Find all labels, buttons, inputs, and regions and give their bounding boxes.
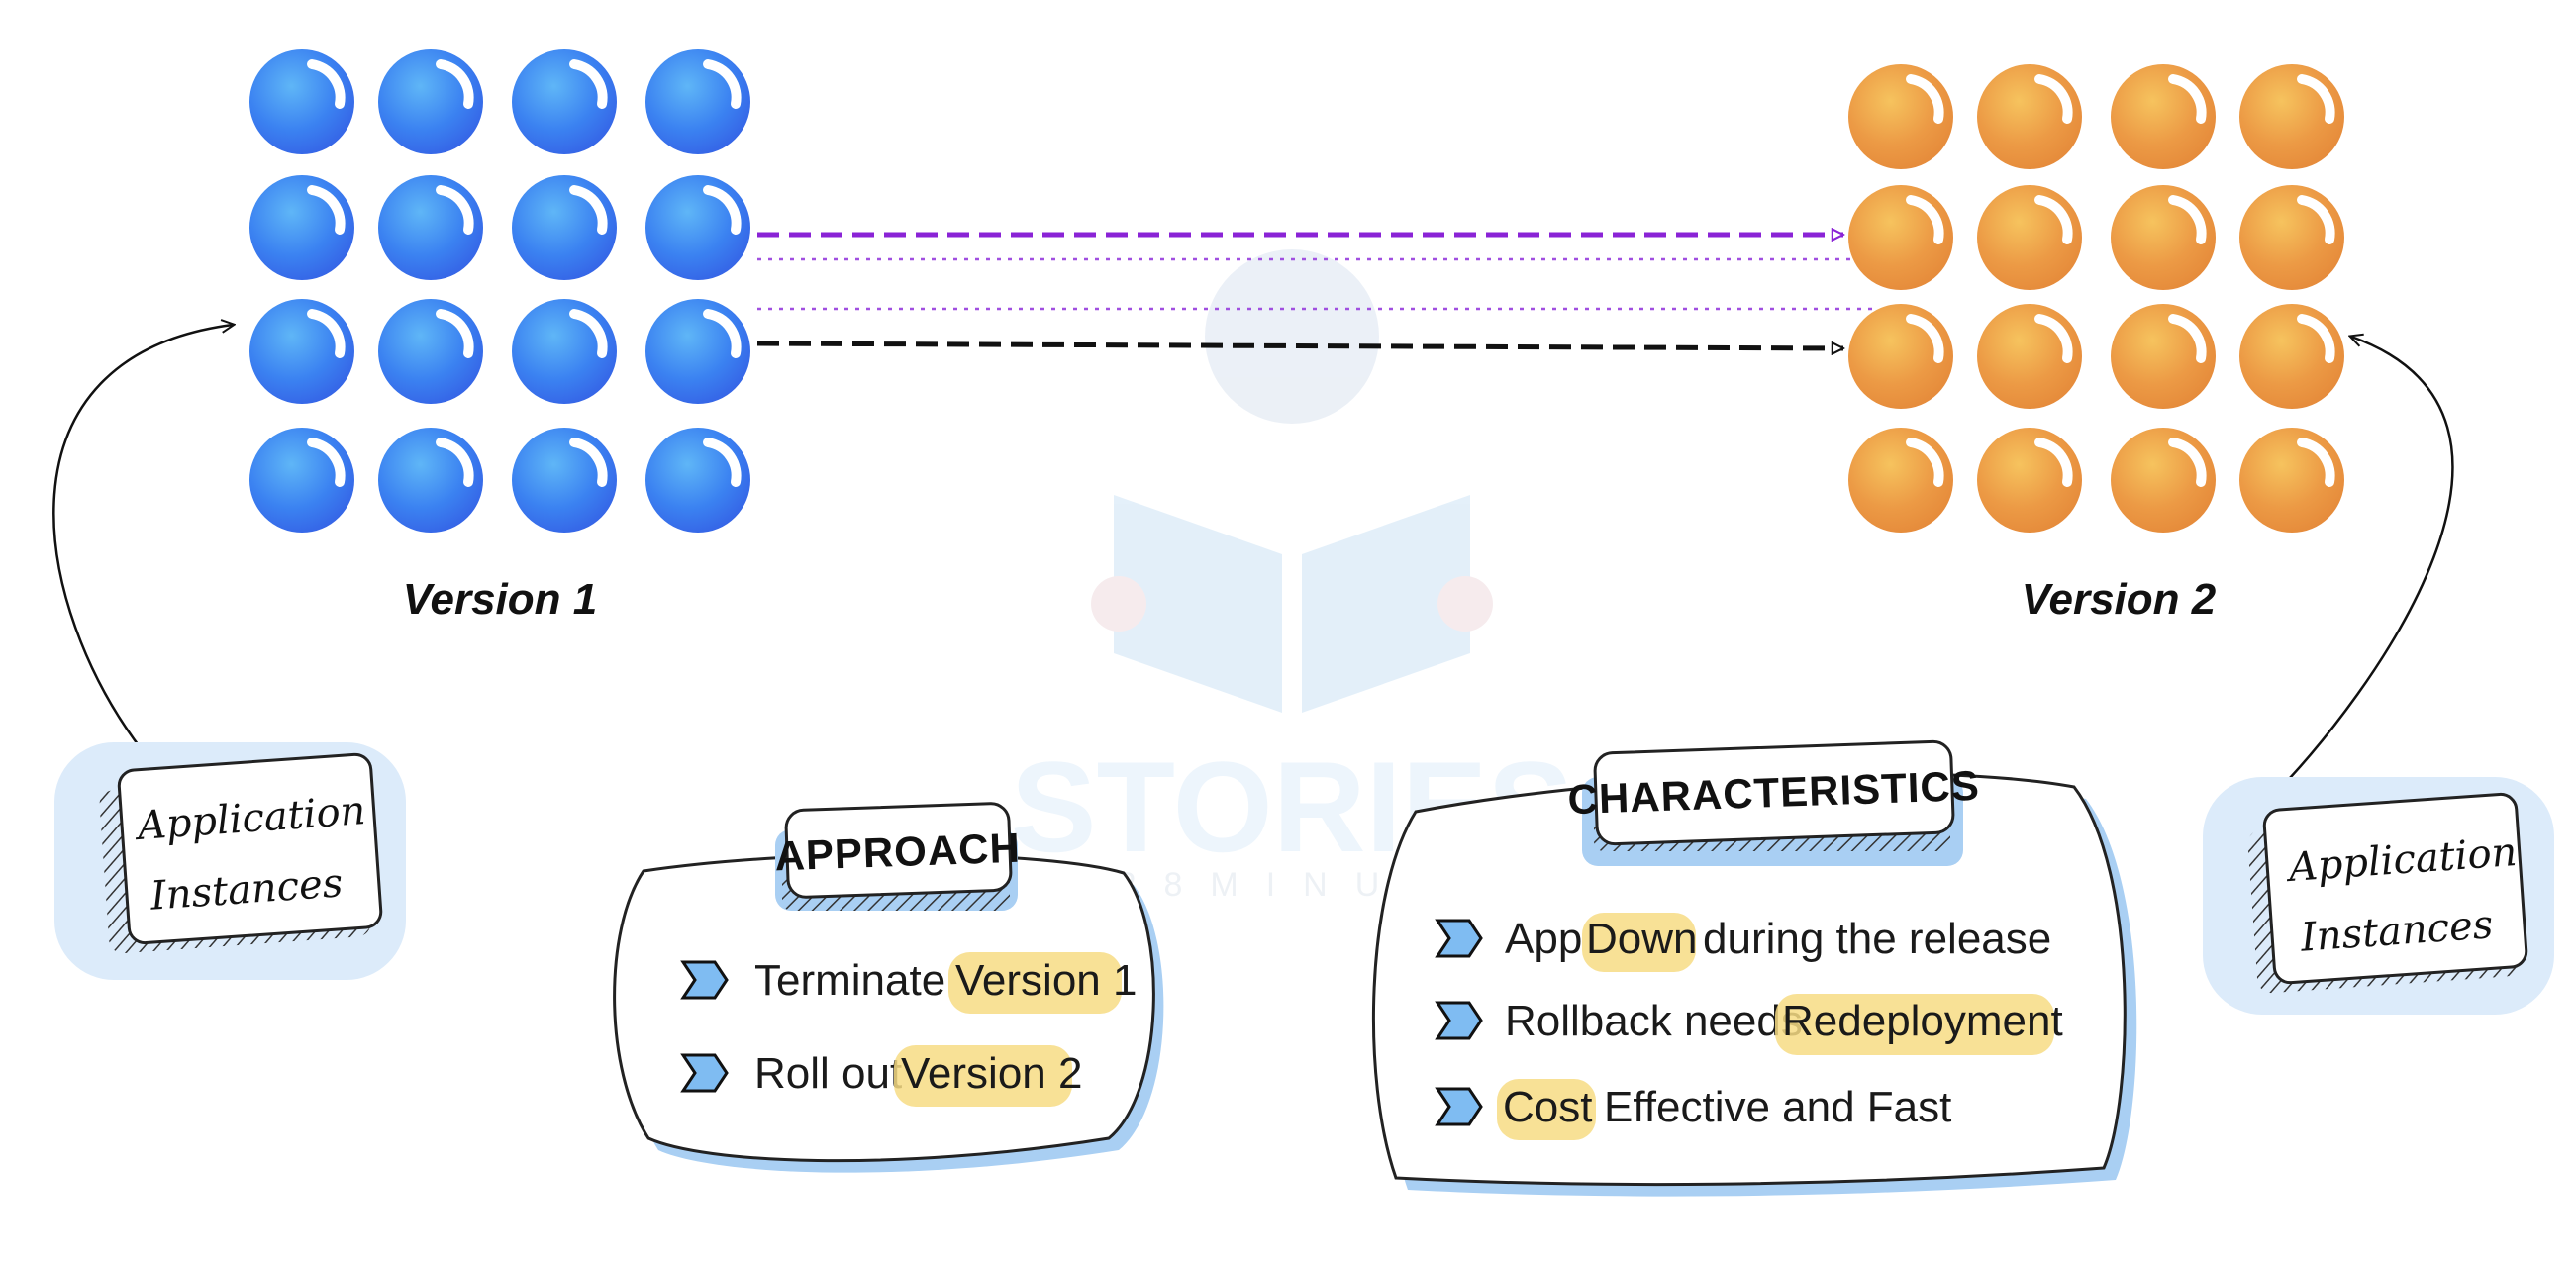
orange-instance-icon [1848,64,1953,169]
blue-instance-icon [249,175,354,280]
orange-instance-icon [1848,185,1953,290]
watermark-head-icon [1205,249,1379,424]
characteristics-panel: CHARACTERISTICS App Down during the rele… [1372,739,2137,1197]
characteristics-item-1-highlight [1582,913,1696,972]
right-pointer-arrow [2266,337,2454,803]
watermark-book-left-icon [1114,495,1282,713]
watermark-hand-right-icon [1437,576,1493,632]
orange-instance-icon [1977,428,2082,533]
blue-instance-icon [645,299,750,404]
blue-instance-icon [512,175,617,280]
watermark-book-right-icon [1302,495,1470,713]
chevron-bullet-icon [1435,919,1483,958]
approach-item-1-highlight [948,952,1122,1014]
approach-heading-text: APPROACH [774,825,1022,880]
characteristics-heading: CHARACTERISTICS [1567,739,1981,866]
chevron-bullet-icon [1435,1087,1483,1126]
watermark-hand-left-icon [1091,576,1146,632]
approach-item-2-highlight [894,1045,1072,1107]
orange-instance-icon [1977,64,2082,169]
orange-instance-icon [1977,304,2082,409]
orange-instance-icon [1977,185,2082,290]
orange-instance-icon [2239,304,2344,409]
approach-item-1-text: Terminate [754,956,945,1005]
characteristics-item-2-pre: Rollback needs [1505,997,1803,1045]
app-instances-note-left: Application Instances [54,742,406,980]
characteristics-item-3-post: Effective and Fast [1604,1083,1951,1131]
characteristics-item-2-highlight-text: Redeployment [1782,997,2063,1045]
note-left-card [117,752,383,945]
chevron-bullet-icon [680,960,729,1000]
orange-instance-icon [2239,64,2344,169]
approach-panel: APPROACH Terminate Version 1 Roll out Ve… [613,802,1164,1173]
characteristics-item-3-highlight-text: Cost [1503,1083,1592,1131]
blue-instance-icon [378,299,483,404]
blue-instance-icon [249,49,354,154]
version2-instances [1848,64,2344,533]
blue-instance-icon [378,49,483,154]
characteristics-heading-card [1593,739,1955,846]
approach-item-1-highlight-text: Version 1 [955,956,1137,1005]
version1-label: Version 1 [403,575,597,624]
blue-instance-icon [378,175,483,280]
blue-instance-icon [512,428,617,533]
chevron-bullet-icon [1435,1001,1483,1040]
characteristics-item-1-pre: App [1505,915,1582,963]
transition-arrows [756,235,1876,348]
approach-item-2-highlight-text: Version 2 [901,1049,1082,1098]
orange-instance-icon [2111,304,2216,409]
app-instances-note-right: Application Instances [2203,777,2554,1015]
characteristics-item-3-highlight [1497,1079,1596,1140]
blue-instance-icon [645,175,750,280]
version2-label: Version 2 [2022,575,2217,624]
black-dashed-arrow [756,341,1843,348]
blue-instance-icon [249,428,354,533]
left-pointer-arrow [52,325,233,753]
orange-instance-icon [2239,185,2344,290]
characteristics-item-1-post: during the release [1703,915,2051,963]
orange-instance-icon [2111,428,2216,533]
orange-instance-icon [2111,185,2216,290]
blue-instance-icon [512,49,617,154]
orange-instance-icon [2111,64,2216,169]
blue-instance-icon [249,299,354,404]
characteristics-item-2-highlight [1775,994,2054,1055]
approach-heading: APPROACH [774,802,1022,911]
blue-instance-icon [378,428,483,533]
approach-item-2-text: Roll out [754,1049,902,1098]
note-right-card [2262,792,2528,985]
orange-instance-icon [1848,428,1953,533]
blue-instance-icon [512,299,617,404]
chevron-bullet-icon [680,1053,729,1093]
approach-heading-card [784,802,1013,899]
blue-instance-icon [645,49,750,154]
characteristics-item-1-highlight-text: Down [1586,915,1698,963]
orange-instance-icon [1848,304,1953,409]
version1-instances [249,49,750,533]
orange-instance-icon [2239,428,2344,533]
blue-instance-icon [645,428,750,533]
